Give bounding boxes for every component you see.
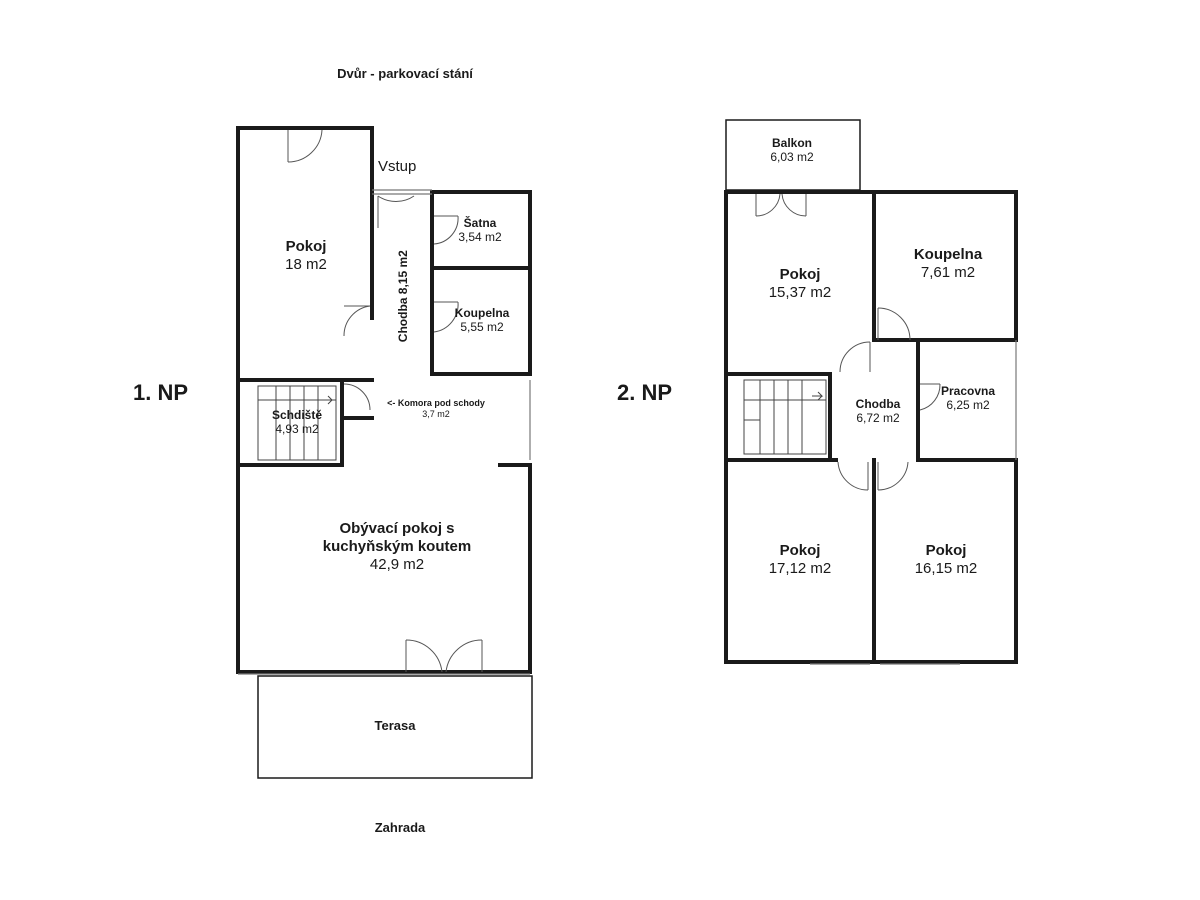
room-name-line2: kuchyňským koutem xyxy=(322,538,472,555)
floor-2-windows xyxy=(810,340,1017,665)
floor-2-doors xyxy=(755,193,941,491)
floor-2-stairs xyxy=(743,379,827,455)
room-f2-balkon: Balkon 6,03 m2 xyxy=(752,136,832,165)
room-name: Pokoj xyxy=(925,542,967,559)
room-f1-terasa: Terasa xyxy=(374,718,416,733)
room-name: Šatna xyxy=(463,216,497,230)
room-name: Pokoj xyxy=(779,542,821,559)
floor-2-walls xyxy=(724,119,1018,664)
room-name: Pokoj xyxy=(285,238,327,255)
floor-1-stairs xyxy=(257,385,337,461)
room-name: Pokoj xyxy=(779,266,821,283)
room-f1-chodba: Chodba 8,15 m2 xyxy=(395,250,410,343)
terrace-outline xyxy=(257,675,533,779)
room-area: 7,61 m2 xyxy=(920,264,976,281)
room-area: 17,12 m2 xyxy=(768,560,832,577)
room-f2-pokoj-3: Pokoj 16,15 m2 xyxy=(894,542,998,578)
garden-label: Zahrada xyxy=(374,820,426,835)
room-name: Schdiště xyxy=(271,408,322,422)
room-f1-komora: <- Komora pod schody 3,7 m2 xyxy=(374,398,498,420)
floor-1-walls xyxy=(236,126,532,674)
room-area: 4,93 m2 xyxy=(275,422,319,437)
room-f2-chodba: Chodba 6,72 m2 xyxy=(840,397,916,426)
room-area: 6,03 m2 xyxy=(770,150,814,165)
room-area: 16,15 m2 xyxy=(914,560,978,577)
room-name: <- Komora pod schody xyxy=(387,398,485,408)
room-name-line1: Obývací pokoj s xyxy=(339,520,455,537)
room-f1-schodiste: Schdiště 4,93 m2 xyxy=(252,408,342,437)
room-f1-pokoj: Pokoj 18 m2 xyxy=(256,238,356,274)
room-area: 5,55 m2 xyxy=(460,320,504,335)
room-area: 15,37 m2 xyxy=(768,284,832,301)
room-f2-pokoj-2: Pokoj 17,12 m2 xyxy=(748,542,852,578)
room-name: Koupelna xyxy=(454,306,510,320)
room-area: 18 m2 xyxy=(285,256,327,273)
room-area: 3,54 m2 xyxy=(458,230,502,245)
room-f1-obyvaci: Obývací pokoj s kuchyňským koutem 42,9 m… xyxy=(292,520,502,574)
floor-2-label: 2. NP xyxy=(617,380,673,405)
room-area: 6,25 m2 xyxy=(946,398,990,413)
room-name: Balkon xyxy=(771,136,812,150)
room-f2-pracovna: Pracovna 6,25 m2 xyxy=(926,384,1010,413)
room-name: Koupelna xyxy=(913,246,983,263)
room-area: 6,72 m2 xyxy=(856,411,900,426)
entrance-label: Vstup xyxy=(378,158,417,175)
room-area: 42,9 m2 xyxy=(369,556,425,573)
room-name: Chodba xyxy=(855,397,901,411)
room-f2-pokoj-1: Pokoj 15,37 m2 xyxy=(748,266,852,302)
courtyard-label: Dvůr - parkovací stání xyxy=(337,66,473,81)
room-name: Pracovna xyxy=(940,384,996,398)
room-f1-satna: Šatna 3,54 m2 xyxy=(440,216,520,245)
floor-1-doors xyxy=(287,129,483,673)
room-f2-koupelna: Koupelna 7,61 m2 xyxy=(896,246,1000,282)
room-area: 3,7 m2 xyxy=(422,408,450,419)
floor-1-label: 1. NP xyxy=(133,380,189,405)
floor-1-windows xyxy=(238,189,531,675)
room-f1-koupelna: Koupelna 5,55 m2 xyxy=(440,306,524,335)
